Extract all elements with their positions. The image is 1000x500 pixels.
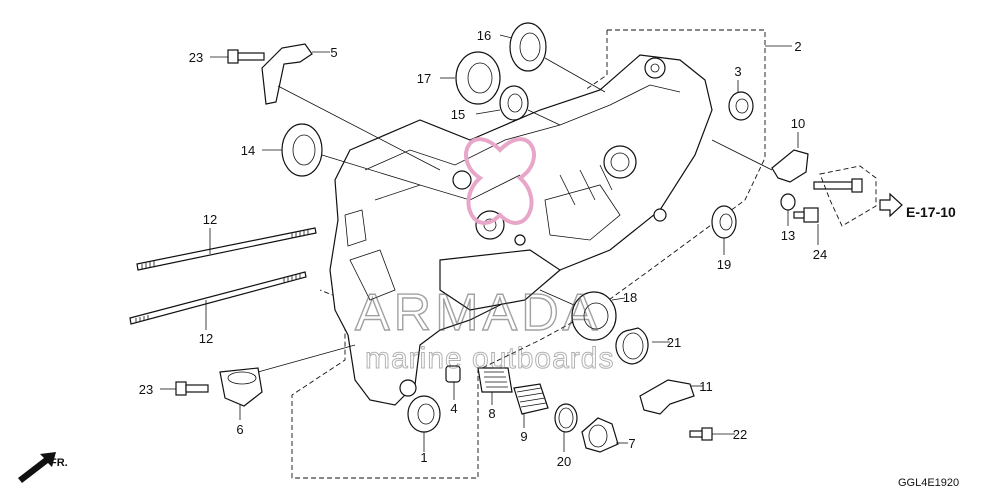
callout-22: 22 <box>733 427 747 442</box>
bearing-16 <box>509 22 547 72</box>
bearing-3 <box>728 91 754 121</box>
stud-12-lower <box>129 271 307 325</box>
reference-dashed-box <box>819 165 877 227</box>
callout-12: 12 <box>203 212 217 227</box>
bolt-22 <box>689 427 713 441</box>
callout-6: 6 <box>236 422 243 437</box>
stud-12-upper <box>136 227 317 271</box>
reference-arrow-icon <box>879 192 903 218</box>
bearing-14 <box>281 123 323 177</box>
callout-15: 15 <box>451 107 465 122</box>
watermark-tagline: marine outboards <box>365 342 614 375</box>
watermark-logo <box>464 137 536 225</box>
gear-19 <box>711 205 737 239</box>
callout-3: 3 <box>734 64 741 79</box>
callout-4: 4 <box>450 401 457 416</box>
assembly-outline-top <box>584 30 608 91</box>
callout-23: 23 <box>189 50 203 65</box>
callout-1: 1 <box>420 450 427 465</box>
watermark: ARMADA marine outboards <box>354 137 614 376</box>
callout-11: 11 <box>699 379 713 394</box>
bearing-1 <box>407 395 441 433</box>
front-label: FR. <box>50 457 68 469</box>
watermark-brand: ARMADA <box>355 284 601 342</box>
clamp-6 <box>219 367 263 407</box>
diagram-code: GGL4E1920 <box>898 477 959 489</box>
callout-10: 10 <box>791 116 805 131</box>
callout-19: 19 <box>717 257 731 272</box>
oring-20 <box>554 403 578 433</box>
bolt-24 <box>793 207 819 223</box>
callout-20: 20 <box>557 454 571 469</box>
circlip-21 <box>615 327 649 365</box>
crankcase <box>329 54 713 406</box>
filter-8 <box>477 367 513 393</box>
callout-7: 7 <box>628 436 635 451</box>
reference-label: E-17-10 <box>906 204 956 220</box>
bolt-23-top <box>227 49 265 64</box>
callout-12: 12 <box>199 331 213 346</box>
callout-21: 21 <box>667 335 681 350</box>
callout-18: 18 <box>623 290 637 305</box>
seal-18 <box>571 291 617 341</box>
callout-23: 23 <box>139 382 153 397</box>
callout-16: 16 <box>477 28 491 43</box>
washer-13 <box>780 193 796 211</box>
bolt-23-lower <box>175 381 209 396</box>
bracket-11 <box>639 379 695 415</box>
plug-7 <box>581 417 619 453</box>
callout-9: 9 <box>520 429 527 444</box>
callout-2: 2 <box>794 39 801 54</box>
bearing-15 <box>499 85 529 121</box>
callout-8: 8 <box>488 406 495 421</box>
bearing-17 <box>455 51 501 105</box>
callout-13: 13 <box>781 228 795 243</box>
front-arrow-icon <box>18 452 56 483</box>
callout-5: 5 <box>330 45 337 60</box>
callout-labels: 1234567891011121213141516171819202122232… <box>139 28 827 469</box>
bracket-5 <box>261 43 313 105</box>
bracket-10 <box>771 149 809 183</box>
callout-24: 24 <box>813 247 827 262</box>
bolt-long <box>813 178 863 193</box>
spring-9 <box>513 383 549 415</box>
dowel-4 <box>445 365 461 383</box>
callout-14: 14 <box>241 143 255 158</box>
callout-17: 17 <box>417 71 431 86</box>
